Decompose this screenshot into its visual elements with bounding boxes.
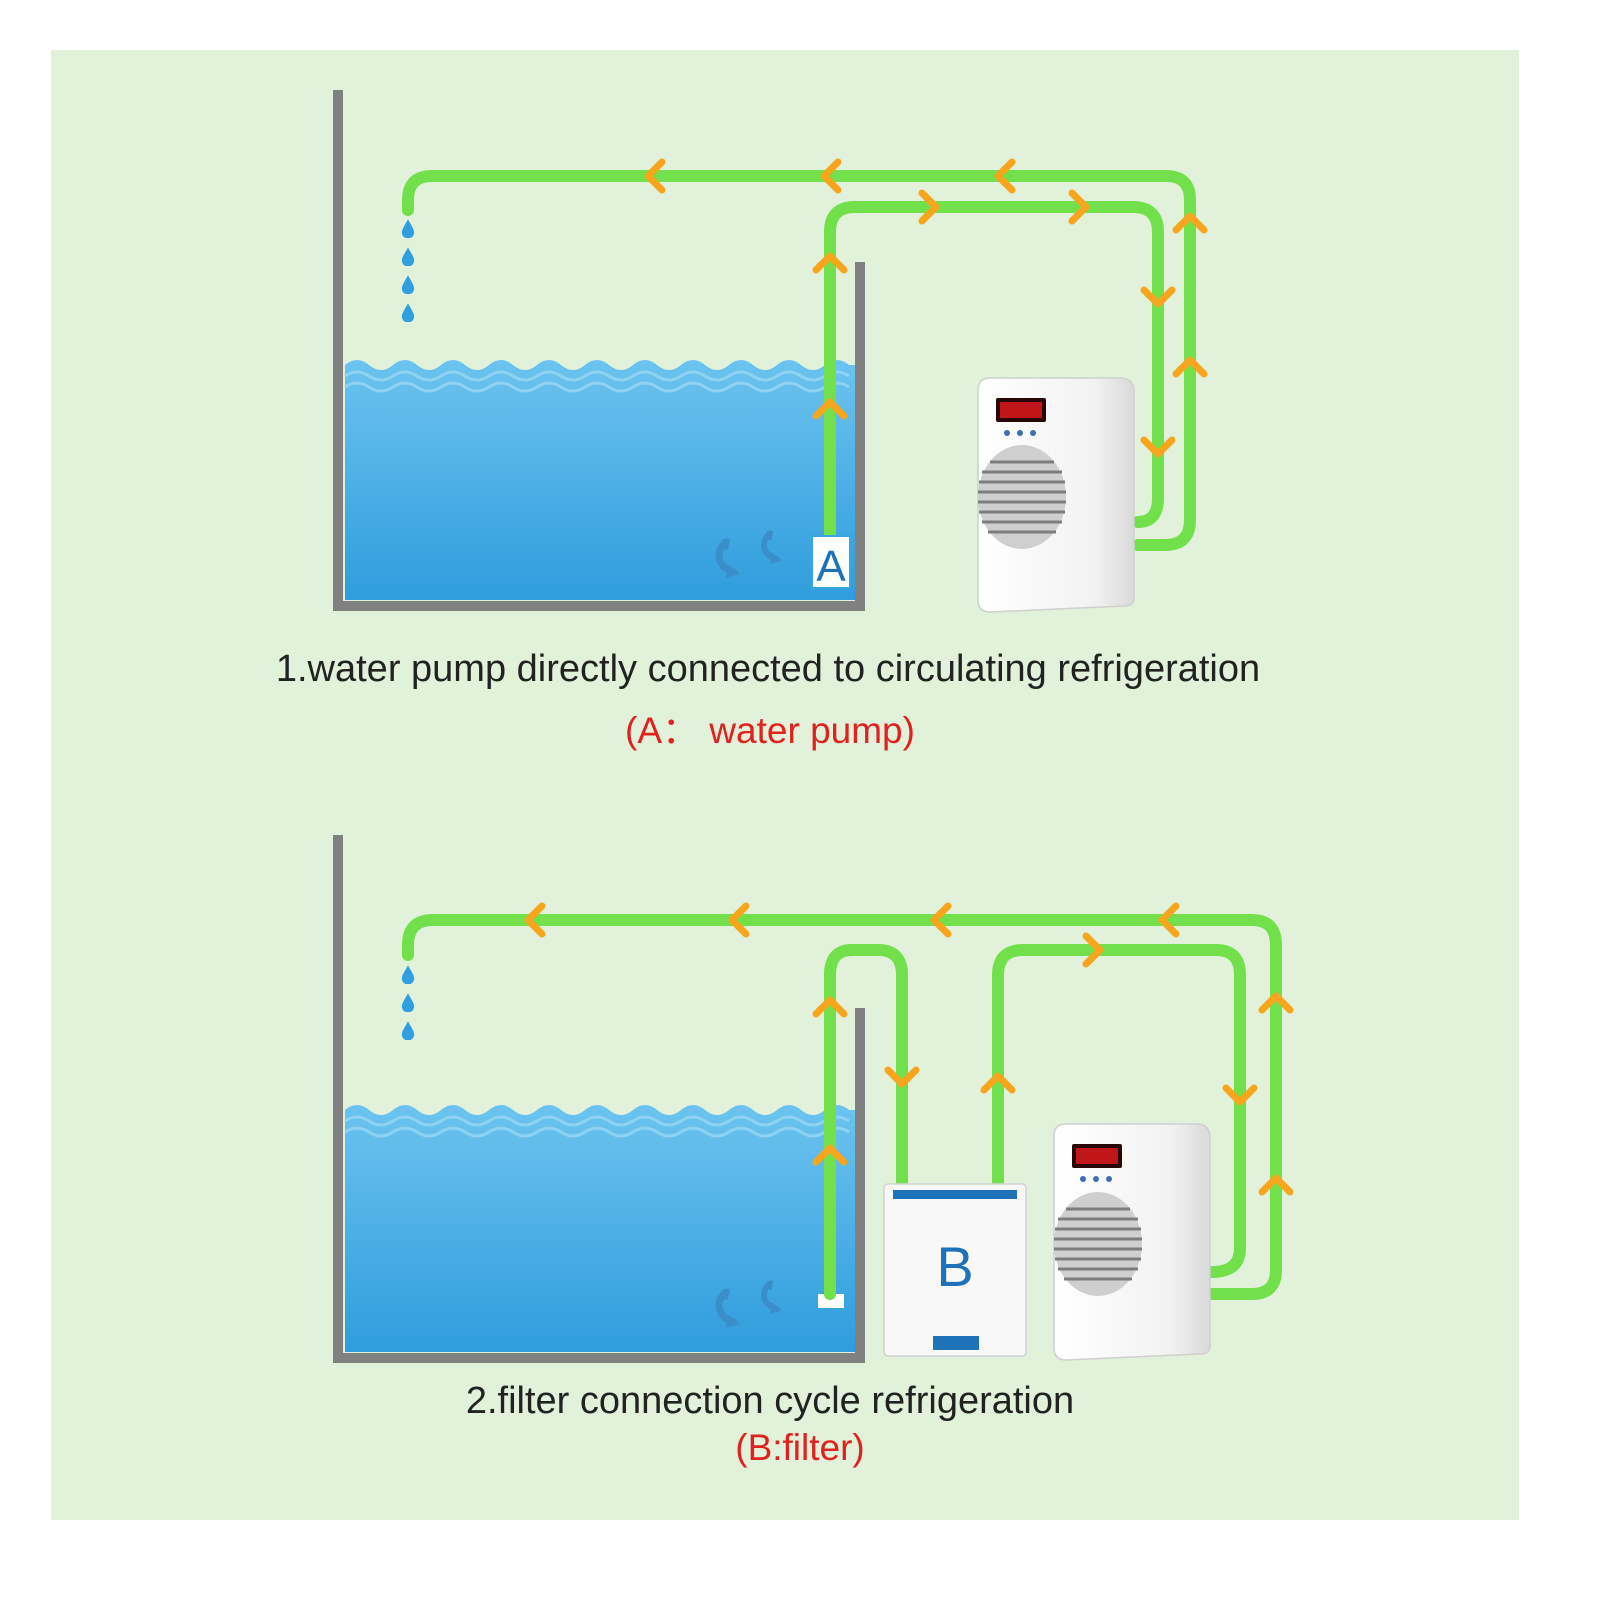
tank-2-water <box>345 1105 856 1352</box>
flow-arrow-icon <box>812 398 848 420</box>
diagram-2: B <box>333 835 1294 1363</box>
diagram-1-legend: (A： water pump) <box>625 710 915 751</box>
flow-arrow-icon <box>918 189 940 225</box>
filter-to-chiller-tube <box>992 944 1246 1278</box>
filter-label: B <box>936 1235 973 1298</box>
flow-arrow-icon <box>1140 286 1176 308</box>
chiller-unit-1 <box>977 377 1135 613</box>
flow-arrows-1 <box>644 158 1208 458</box>
filter-b: B <box>883 1183 1027 1357</box>
tank-2-wall <box>333 835 865 1363</box>
return-tube-2 <box>402 914 1282 1300</box>
drops-2 <box>401 965 415 1040</box>
tank-1 <box>333 90 865 611</box>
tank-1-water <box>345 360 856 600</box>
flow-arrows-2 <box>524 902 1294 1196</box>
flow-arrow-icon <box>980 1072 1016 1094</box>
supply-tube-1 <box>824 201 1164 546</box>
flow-arrow-icon <box>930 902 952 938</box>
flow-arrow-icon <box>820 158 842 194</box>
pump-to-filter-tube <box>824 944 908 1300</box>
flow-arrow-icon <box>728 902 750 938</box>
flow-arrow-icon <box>1172 212 1208 234</box>
tubes-1 <box>402 170 1196 551</box>
tank-2-waves <box>344 1115 850 1138</box>
tank-1-wall <box>333 90 865 611</box>
flow-arrow-icon <box>1158 902 1180 938</box>
flow-arrow-icon <box>1068 189 1090 225</box>
flow-arrow-icon <box>1222 1084 1258 1106</box>
tubes-2 <box>402 914 1282 1300</box>
diagram-2-caption: 2.filter connection cycle refrigeration <box>465 1380 1075 1422</box>
diagram-1-caption: 1.water pump directly connected to circu… <box>275 648 1261 690</box>
diagram-1: A <box>333 90 1208 613</box>
flow-arrow-icon <box>1140 436 1176 458</box>
tank-1-waves <box>344 370 850 393</box>
filter-accent-bar <box>893 1190 1017 1199</box>
flow-arrow-icon <box>812 996 848 1018</box>
diagram-2-legend: (B:filter) <box>735 1427 865 1468</box>
return-tube-1 <box>402 170 1196 551</box>
flow-arrow-icon <box>1258 992 1294 1014</box>
chiller-unit-2 <box>1053 1123 1211 1361</box>
flow-arrow-icon <box>524 902 546 938</box>
flow-arrow-icon <box>884 1066 920 1088</box>
flow-arrow-icon <box>1258 1174 1294 1196</box>
flow-arrow-icon <box>812 252 848 274</box>
flow-arrow-icon <box>994 158 1016 194</box>
tank-2 <box>333 835 865 1363</box>
fan-grille-icon <box>1054 1192 1142 1296</box>
flow-arrow-icon <box>1172 356 1208 378</box>
fan-grille-icon <box>978 445 1066 549</box>
pump-label: A <box>816 542 846 591</box>
flow-arrow-icon <box>1082 932 1104 968</box>
flow-arrow-icon <box>644 158 666 194</box>
filter-outlet <box>933 1336 979 1350</box>
water-pump-a: A <box>811 535 851 591</box>
intake-head <box>818 1294 844 1308</box>
flow-arrow-icon <box>812 1144 848 1166</box>
